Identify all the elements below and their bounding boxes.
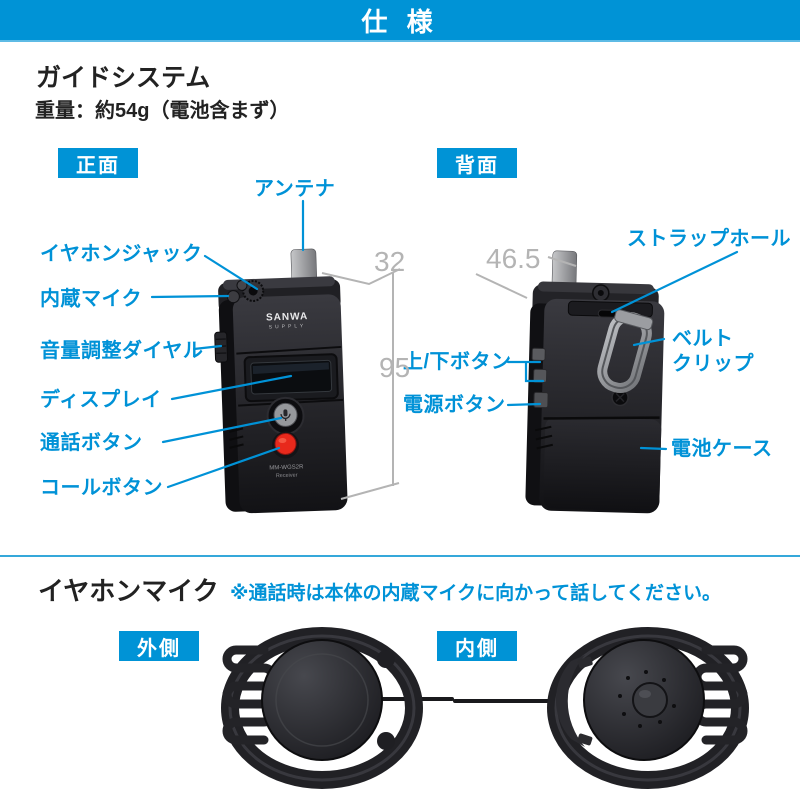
dimension-lines bbox=[321, 256, 577, 500]
leader-strap-hole bbox=[610, 250, 739, 314]
front-model-print: MM-WGS2R bbox=[269, 464, 304, 471]
front-talk-button bbox=[266, 396, 305, 435]
leader-display bbox=[170, 374, 293, 401]
front-call-button bbox=[274, 432, 297, 455]
earphone-mic-note: ※通話時は本体の内蔵マイクに向かって話してください。 bbox=[230, 583, 722, 604]
back-view-badge: 背面 bbox=[437, 148, 517, 178]
label-up-down-button: 上/下ボタン bbox=[403, 351, 512, 373]
mic-icon bbox=[280, 409, 291, 421]
dimension-width-label: 32 bbox=[374, 246, 406, 277]
inside-view-badge: 内側 bbox=[437, 631, 517, 661]
guide-system-title: ガイドシステム bbox=[36, 64, 211, 92]
spec-title: 仕 様 bbox=[361, 6, 439, 37]
earphone-sound-holes bbox=[618, 670, 676, 728]
label-talk-button: 通話ボタン bbox=[40, 432, 143, 454]
leader-battery-case bbox=[639, 446, 668, 451]
label-strap-hole: ストラップホール bbox=[627, 228, 791, 250]
dimension-height-label: 95 bbox=[379, 352, 411, 383]
label-belt-clip-line1: ベルト bbox=[672, 328, 734, 350]
label-antenna: アンテナ bbox=[254, 178, 336, 200]
label-belt-clip-line2: クリップ bbox=[672, 353, 754, 375]
back-power-button-knob bbox=[533, 391, 549, 409]
back-up-button bbox=[531, 347, 546, 361]
back-device-photo bbox=[525, 250, 665, 514]
label-call-button: コールボタン bbox=[40, 477, 163, 499]
leader-belt-clip bbox=[632, 337, 666, 347]
leader-up-down-button bbox=[506, 360, 545, 383]
back-strap-hole bbox=[597, 309, 617, 318]
front-volume-dial bbox=[214, 331, 229, 363]
front-brand-logo: SANWA bbox=[266, 311, 309, 323]
front-antenna bbox=[290, 248, 318, 292]
spec-header-bar: 仕 様 bbox=[0, 0, 800, 42]
earphone-outside-photo bbox=[221, 627, 454, 789]
leader-call-button bbox=[166, 446, 281, 489]
dimension-depth-label: 46.5 bbox=[486, 243, 541, 274]
label-volume-dial: 音量調整ダイヤル bbox=[40, 340, 204, 362]
leader-power-button bbox=[506, 402, 542, 407]
back-belt-clip bbox=[597, 309, 654, 393]
earphone-mic-title: イヤホンマイク bbox=[38, 576, 219, 606]
label-belt-clip: ベルト クリップ bbox=[672, 327, 754, 377]
leader-earphone-jack bbox=[203, 254, 259, 291]
section-divider bbox=[0, 555, 800, 557]
label-built-in-mic: 内蔵マイク bbox=[40, 288, 143, 310]
front-device-photo: SANWA SUPPLY MM-WGS2R Receiver bbox=[214, 248, 348, 514]
front-brand-logo-sub: SUPPLY bbox=[269, 323, 307, 330]
earphone-wire-zigzag bbox=[692, 645, 748, 745]
leader-built-in-mic bbox=[150, 294, 230, 299]
back-down-button bbox=[532, 368, 548, 384]
back-antenna bbox=[551, 250, 578, 296]
leader-talk-button bbox=[161, 416, 283, 444]
label-battery-case: 電池ケース bbox=[671, 438, 773, 460]
front-view-badge: 正面 bbox=[58, 148, 138, 178]
label-power-button: 電源ボタン bbox=[403, 394, 506, 416]
weight-note: 重量：約54g（電池含まず） bbox=[35, 100, 290, 122]
label-display: ディスプレイ bbox=[40, 389, 162, 411]
label-earphone-jack: イヤホンジャック bbox=[40, 243, 203, 265]
front-display bbox=[250, 359, 333, 395]
outside-view-badge: 外側 bbox=[119, 631, 199, 661]
earphone-wire-zigzag bbox=[222, 645, 278, 745]
front-model-type-print: Receiver bbox=[276, 473, 298, 480]
front-earphone-jack bbox=[242, 279, 265, 302]
